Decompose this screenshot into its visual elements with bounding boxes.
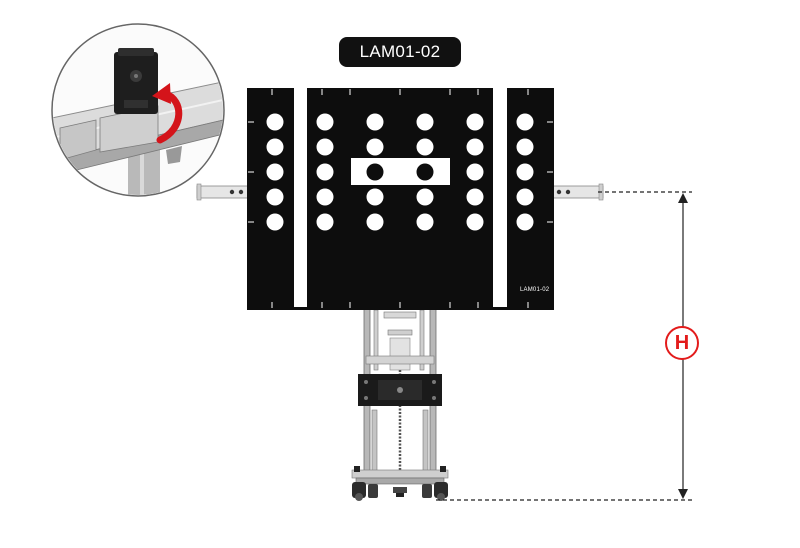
model-label-badge: LAM01-02 <box>339 37 461 67</box>
detail-callout <box>51 23 225 197</box>
caster-wheels <box>352 466 448 501</box>
left-side-arm <box>196 183 252 201</box>
board-model-text: LAM01-02 <box>520 287 550 293</box>
stand-frame <box>351 307 449 485</box>
right-side-arm <box>548 183 604 201</box>
target-board <box>247 88 554 310</box>
rotate-arrow-icon <box>152 83 183 144</box>
target-dot-grid <box>266 113 534 231</box>
height-marker-badge: H <box>665 326 699 360</box>
